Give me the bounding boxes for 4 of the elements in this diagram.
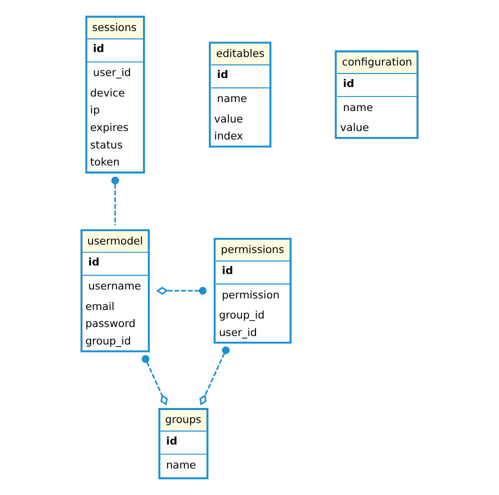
connector — [156, 286, 207, 295]
connector — [111, 176, 119, 226]
connector — [142, 355, 168, 406]
connector — [199, 346, 230, 406]
